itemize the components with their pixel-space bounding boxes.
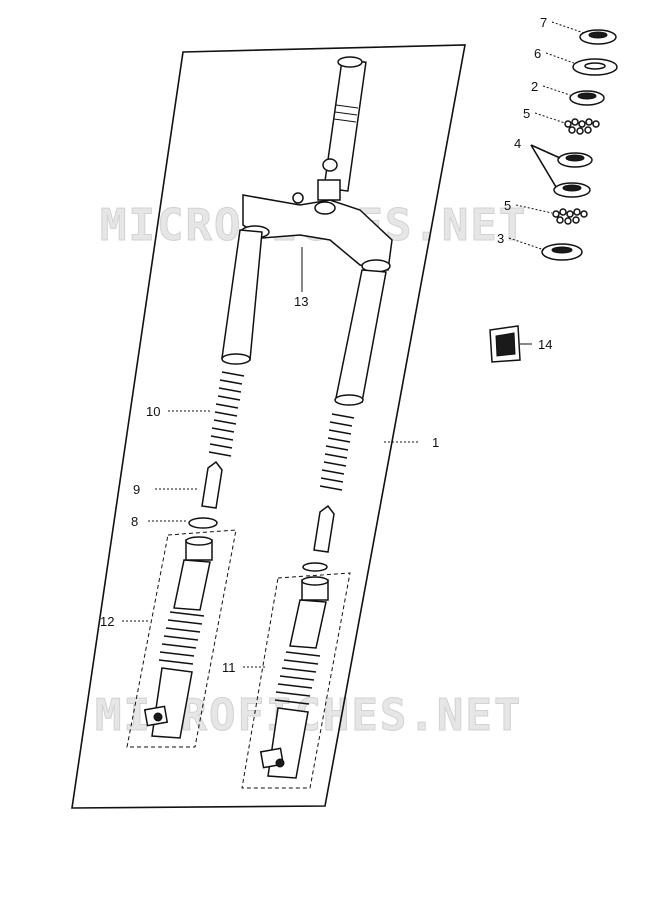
callout-7: 7 — [540, 15, 547, 30]
callout-9: 9 — [133, 482, 140, 497]
ball-race-3 — [541, 243, 583, 261]
ball-race-4-lower — [553, 182, 591, 198]
o-ring-right — [302, 562, 328, 572]
callout-1: 1 — [432, 435, 439, 450]
callout-13: 13 — [294, 294, 308, 309]
spacer-left — [201, 460, 223, 509]
leader-7 — [551, 21, 585, 34]
outer-tube-right — [259, 576, 329, 779]
leader-6 — [545, 52, 575, 64]
leader-2 — [542, 85, 571, 96]
washer-6 — [572, 58, 618, 76]
callout-14: 14 — [538, 337, 552, 352]
callout-5-bottom: 5 — [504, 198, 511, 213]
outer-tube-group-left-box — [126, 529, 237, 748]
leader-4b — [530, 144, 557, 188]
callout-4: 4 — [514, 136, 521, 151]
fork-spring-left — [208, 371, 245, 457]
outer-tube-group-right-box — [241, 572, 351, 789]
ball-race-2 — [569, 90, 605, 106]
ring-nut-7 — [579, 29, 617, 45]
steering-stem — [317, 56, 367, 201]
callout-12: 12 — [100, 614, 114, 629]
spacer-right — [313, 504, 335, 553]
callout-8: 8 — [131, 514, 138, 529]
right-fork-tube — [334, 269, 387, 406]
o-ring-left — [188, 517, 218, 529]
callout-6: 6 — [534, 46, 541, 61]
left-fork-tube — [221, 229, 263, 365]
callout-2: 2 — [531, 79, 538, 94]
emblem-14 — [489, 325, 521, 363]
assembly-boundary — [71, 44, 466, 809]
ball-race-4-upper — [557, 152, 593, 168]
fork-spring-right — [319, 413, 355, 491]
ball-bearings-5-bottom — [552, 208, 588, 225]
outer-tube-left — [143, 536, 213, 739]
callout-11: 11 — [222, 660, 236, 675]
callout-3: 3 — [497, 231, 504, 246]
leader-4a — [530, 144, 561, 159]
ball-bearings-5-top — [564, 118, 600, 135]
callout-5-top: 5 — [523, 106, 530, 121]
callout-10: 10 — [146, 404, 160, 419]
leader-5-top — [534, 112, 566, 124]
